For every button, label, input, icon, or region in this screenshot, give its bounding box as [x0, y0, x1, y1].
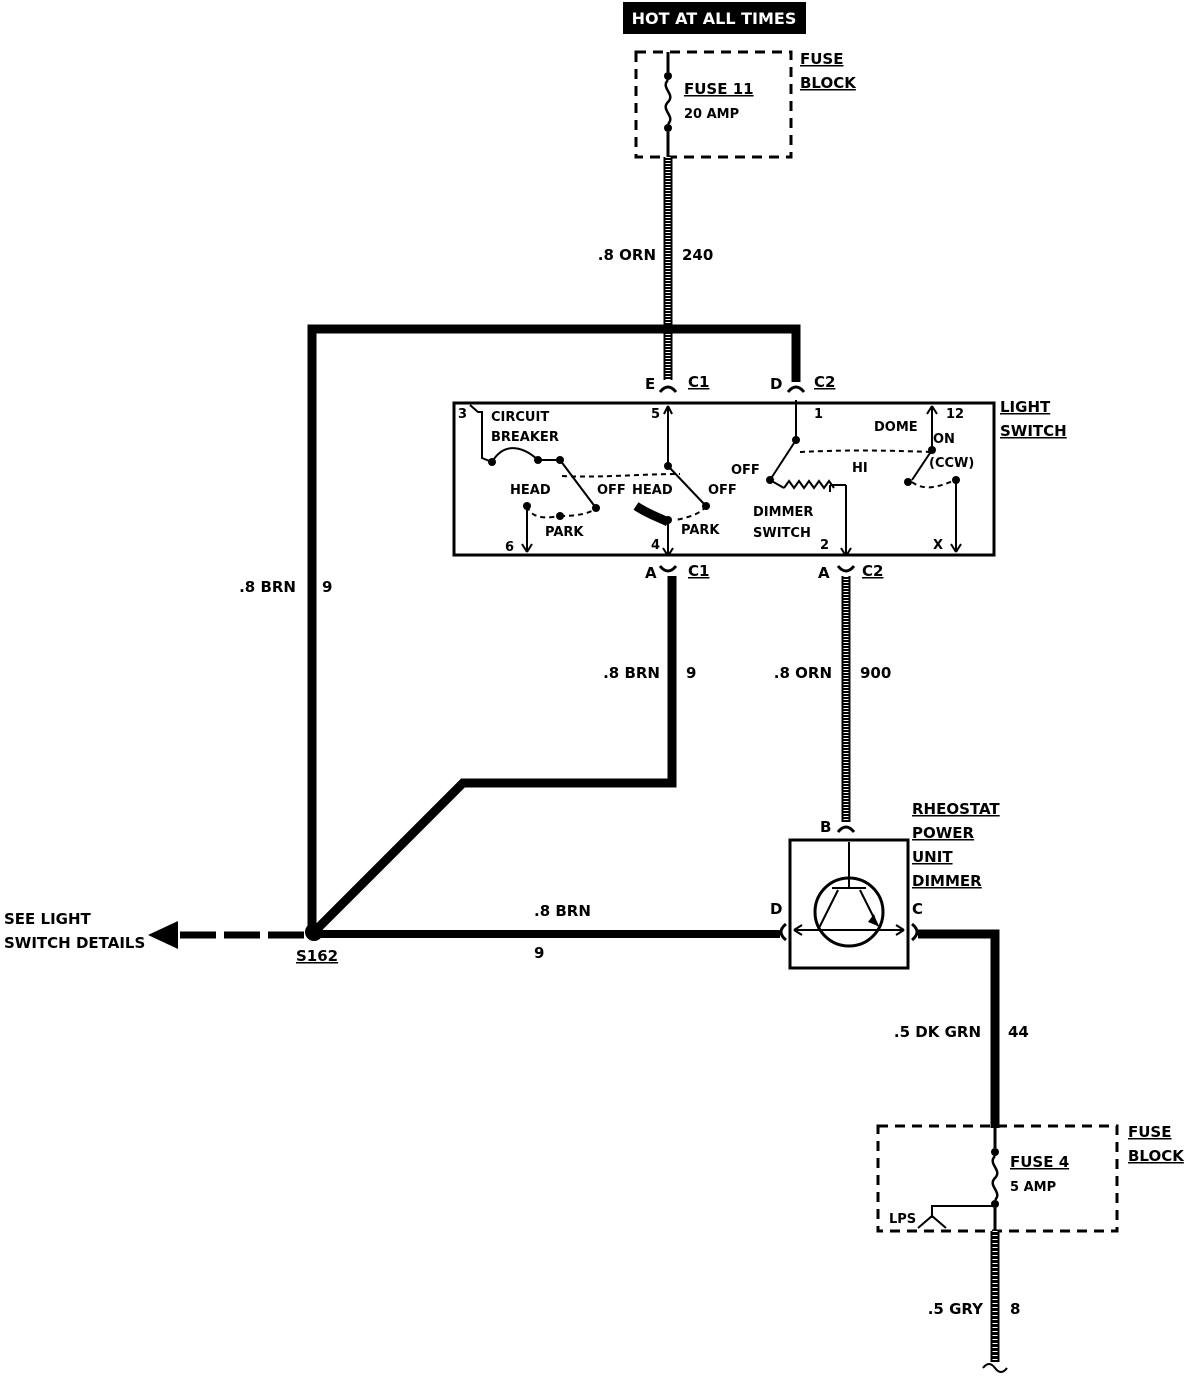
light-switch-label-1: LIGHT: [1000, 398, 1051, 416]
terminal-5: 5: [651, 407, 660, 422]
fuse-4-rating: 5 AMP: [1010, 1180, 1056, 1195]
fuse-block-bottom: FUSE BLOCK FUSE 4 5 AMP LPS: [876, 1123, 1185, 1233]
switch-label: SWITCH: [753, 526, 811, 541]
wire-9-left-circuit: 9: [322, 578, 332, 596]
see-details-line-1: SEE LIGHT: [4, 910, 92, 928]
terminal-6: 6: [505, 540, 514, 555]
connector-c2-bottom-name: C2: [862, 562, 883, 580]
connector-c2-top-pin: D: [770, 375, 782, 393]
connector-b-symbol: [836, 825, 856, 833]
wire-9-bottom-gauge: .8 BRN: [534, 902, 591, 920]
connector-c2-bottom-symbol: [836, 565, 856, 573]
wire-240-gauge: .8 ORN: [598, 246, 656, 264]
connector-c1-top-name: C1: [688, 373, 709, 391]
fuse-block-bottom-label-1: FUSE: [1128, 1123, 1171, 1141]
hot-label: HOT AT ALL TIMES: [632, 9, 797, 28]
hi-label: HI: [852, 461, 868, 476]
rheostat-pin-c: C: [912, 900, 923, 918]
light-switch-label-2: SWITCH: [1000, 422, 1067, 440]
terminal-3: 3: [458, 407, 467, 422]
splice-label: S162: [296, 947, 338, 965]
fuse-11-rating: 20 AMP: [684, 107, 739, 122]
headlamp-contact-bar: [633, 502, 671, 527]
rheostat-label-2: POWER: [912, 824, 975, 842]
terminal-4: 4: [651, 538, 660, 553]
connector-c1-bottom-name: C1: [688, 562, 709, 580]
rheostat-label-4: DIMMER: [912, 872, 982, 890]
wire-900-gauge: .8 ORN: [774, 664, 832, 682]
wire-9-mid-circuit: 9: [686, 664, 696, 682]
wire-9-mid-gauge: .8 BRN: [603, 664, 660, 682]
wire-44-gauge: .5 DK GRN: [894, 1023, 981, 1041]
off-dimmer-label: OFF: [731, 463, 760, 478]
off-mid-label: OFF: [708, 483, 737, 498]
wire-240: .8 ORN 240: [598, 157, 713, 380]
wire-break-icon: [982, 1363, 1008, 1373]
rheostat-label-1: RHEOSTAT: [912, 800, 1000, 818]
connector-c2-bottom-pin: A: [818, 564, 830, 582]
wire-44-circuit: 44: [1008, 1023, 1029, 1041]
connector-c2-top-name: C2: [814, 373, 835, 391]
fuse-block-top: FUSE BLOCK FUSE 11 20 AMP: [634, 50, 857, 159]
wire-9-loop: .8 BRN 9: [239, 324, 801, 932]
connector-c1-bottom-symbol: [658, 565, 678, 573]
wire-9-bottom-circuit: 9: [534, 944, 544, 962]
connector-c-symbol: [911, 922, 919, 942]
hot-at-all-times-banner: HOT AT ALL TIMES: [623, 2, 806, 34]
fuse-block-top-label-1: FUSE: [800, 50, 843, 68]
terminal-x: X: [933, 538, 943, 553]
rheostat-label-3: UNIT: [912, 848, 953, 866]
light-switch: LIGHT SWITCH E C1 D C2 A C1 A C2 3 5 1 1…: [452, 373, 1067, 582]
connector-c1-bottom-pin: A: [645, 564, 657, 582]
see-details-line-2: SWITCH DETAILS: [4, 934, 145, 952]
wire-9-bottom: .8 BRN 9: [314, 902, 780, 962]
terminal-1: 1: [814, 407, 823, 422]
splice-s162: S162: [296, 923, 338, 965]
wire-44: .5 DK GRN 44: [894, 929, 1029, 1128]
wire-9-left-gauge: .8 BRN: [239, 578, 296, 596]
head-mid-label: HEAD: [632, 483, 673, 498]
fuse-11-name: FUSE 11: [684, 80, 754, 98]
arrow-left-icon: [148, 921, 178, 949]
terminal-2: 2: [820, 538, 829, 553]
off-left-label: OFF: [597, 483, 626, 498]
on-label: ON: [933, 432, 955, 447]
fuse-block-top-label-2: BLOCK: [800, 74, 857, 92]
wire-8: .5 GRY 8: [928, 1231, 1020, 1373]
rheostat-pin-d: D: [770, 900, 782, 918]
wire-8-gauge: .5 GRY: [928, 1300, 984, 1318]
connector-d-symbol: [779, 922, 787, 942]
fuse-4-name: FUSE 4: [1010, 1153, 1069, 1171]
dome-label: DOME: [874, 420, 918, 435]
park-mid-label: PARK: [681, 523, 720, 538]
head-left-label: HEAD: [510, 483, 551, 498]
circuit-label: CIRCUIT: [491, 410, 549, 425]
dimmer-label: DIMMER: [753, 505, 813, 520]
connector-c2-top-symbol: [786, 385, 806, 393]
wire-9-mid: .8 BRN 9: [310, 576, 696, 936]
wire-900: .8 ORN 900: [774, 576, 891, 822]
terminal-12: 12: [946, 407, 964, 422]
rheostat-power-unit: B RHEOSTAT POWER UNIT DIMMER D C: [770, 800, 1000, 970]
breaker-label: BREAKER: [491, 430, 559, 445]
see-light-switch-details: SEE LIGHT SWITCH DETAILS: [4, 910, 304, 952]
park-left-label: PARK: [545, 525, 584, 540]
dome-switch-path: [911, 405, 962, 553]
ccw-label: (CCW): [929, 456, 974, 471]
fuse-block-bottom-label-2: BLOCK: [1128, 1147, 1185, 1165]
connector-c1-top-symbol: [658, 385, 678, 393]
lps-label: LPS: [889, 1212, 916, 1227]
rheostat-pin-b: B: [820, 818, 831, 836]
wire-240-circuit: 240: [682, 246, 713, 264]
connector-c1-top-pin: E: [645, 375, 655, 393]
wire-900-circuit: 900: [860, 664, 891, 682]
wire-8-circuit: 8: [1010, 1300, 1020, 1318]
